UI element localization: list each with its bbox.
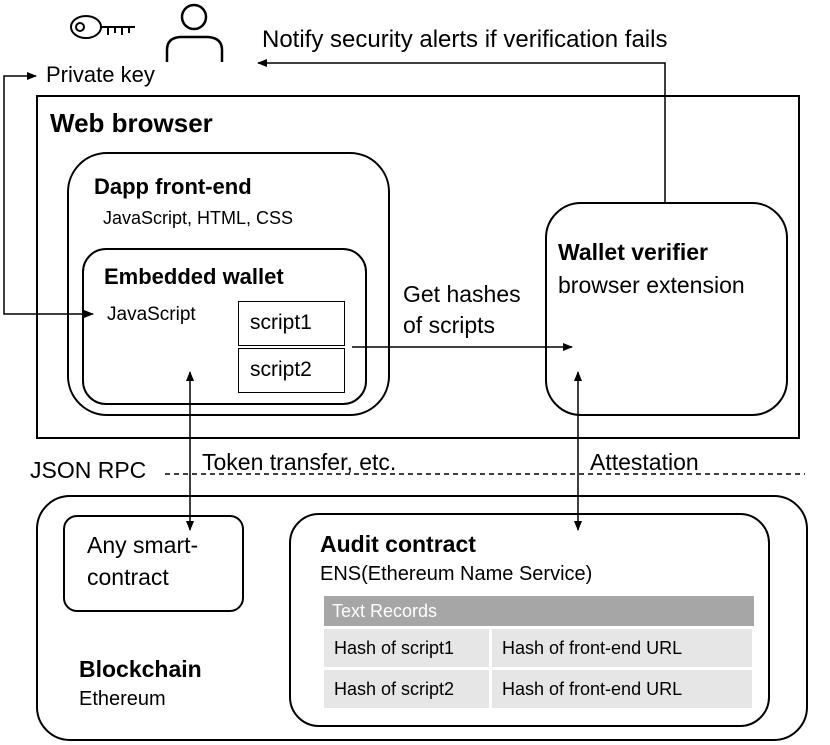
smart-contract-line1: Any smart- <box>87 532 199 558</box>
record-cell: Hash of front-end URL <box>492 629 752 667</box>
wallet-verifier-box <box>545 202 788 416</box>
text-records-header: Text Records <box>324 596 754 626</box>
get-hashes-line1: Get hashes <box>403 281 521 307</box>
json-rpc-label: JSON RPC <box>30 457 147 483</box>
wallet-verifier-title: Wallet verifier <box>558 239 708 265</box>
embedded-wallet-title: Embedded wallet <box>104 264 284 289</box>
wallet-language: JavaScript <box>107 304 196 325</box>
token-transfer-label: Token transfer, etc. <box>202 449 397 475</box>
dapp-title: Dapp front-end <box>94 174 252 199</box>
person-icon <box>165 3 224 62</box>
record-cell: Hash of script1 <box>324 629 489 667</box>
audit-contract-title: Audit contract <box>320 531 476 557</box>
wallet-verifier-subtitle: browser extension <box>558 272 745 298</box>
notify-label: Notify security alerts if verification f… <box>262 26 668 53</box>
text-records-table: Hash of script1 Hash of front-end URL Ha… <box>321 626 755 711</box>
table-row: Hash of script1 Hash of front-end URL <box>324 629 752 667</box>
private-key-arrow <box>3 72 94 318</box>
smart-contract-box <box>63 515 244 612</box>
blockchain-title: Blockchain <box>79 656 202 682</box>
private-key-label: Private key <box>46 62 155 87</box>
dapp-subtitle: JavaScript, HTML, CSS <box>103 208 294 228</box>
audit-contract-box <box>289 513 770 727</box>
dapp-frontend-box <box>67 152 390 416</box>
smart-contract-line2: contract <box>87 564 169 590</box>
script2-box: script2 <box>238 348 345 393</box>
blockchain-subtitle: Ethereum <box>79 688 166 710</box>
record-cell: Hash of script2 <box>324 670 489 708</box>
web-browser-title: Web browser <box>50 108 213 138</box>
audit-contract-subtitle: ENS(Ethereum Name Service) <box>320 563 593 585</box>
table-row: Hash of script2 Hash of front-end URL <box>324 670 752 708</box>
script1-box: script1 <box>238 301 345 346</box>
record-cell: Hash of front-end URL <box>492 670 752 708</box>
attestation-label: Attestation <box>590 449 699 475</box>
get-hashes-line2: of scripts <box>403 312 496 338</box>
notify-arrow <box>257 59 666 202</box>
web-browser-frame <box>36 95 800 439</box>
blockchain-frame <box>36 495 808 741</box>
key-icon <box>70 15 135 39</box>
embedded-wallet-box <box>82 248 367 405</box>
